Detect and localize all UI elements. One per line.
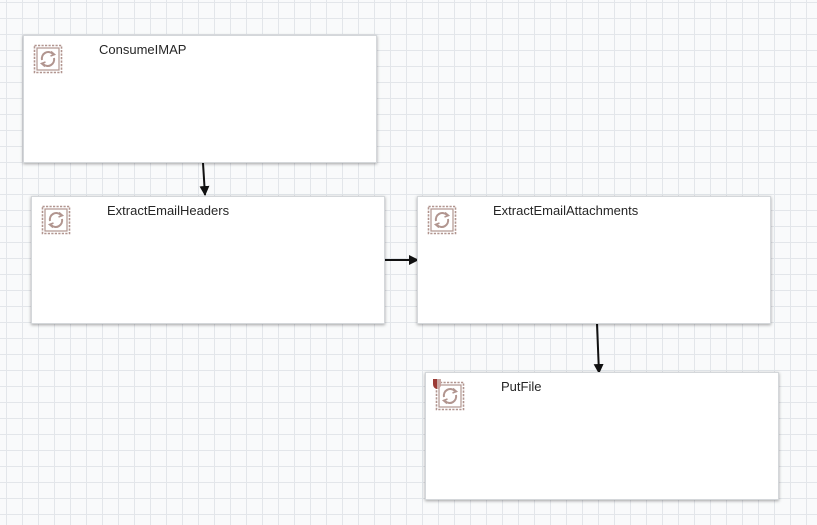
processor-putfile[interactable]: PutFile [425,372,779,500]
connection-consumeimap-to-extractemailheaders[interactable] [199,162,210,196]
processor-name: ExtractEmailHeaders [107,203,230,218]
processor-name: PutFile [501,379,542,394]
stopped-status-icon [433,379,441,389]
processor-name: ExtractEmailAttachments [493,203,639,218]
processor-icon [41,205,71,235]
processor-icon [427,205,457,235]
connection-extractemailattachments-to-putfile[interactable] [593,323,604,374]
processor-icon [435,381,465,411]
processor-consumeimap[interactable]: ConsumeIMAP [23,35,377,163]
processor-name: ConsumeIMAP [99,42,187,57]
processor-icon [33,44,63,74]
processor-extractemailheaders[interactable]: ExtractEmailHeaders [31,196,385,324]
processor-extractemailattachments[interactable]: ExtractEmailAttachments [417,196,771,324]
